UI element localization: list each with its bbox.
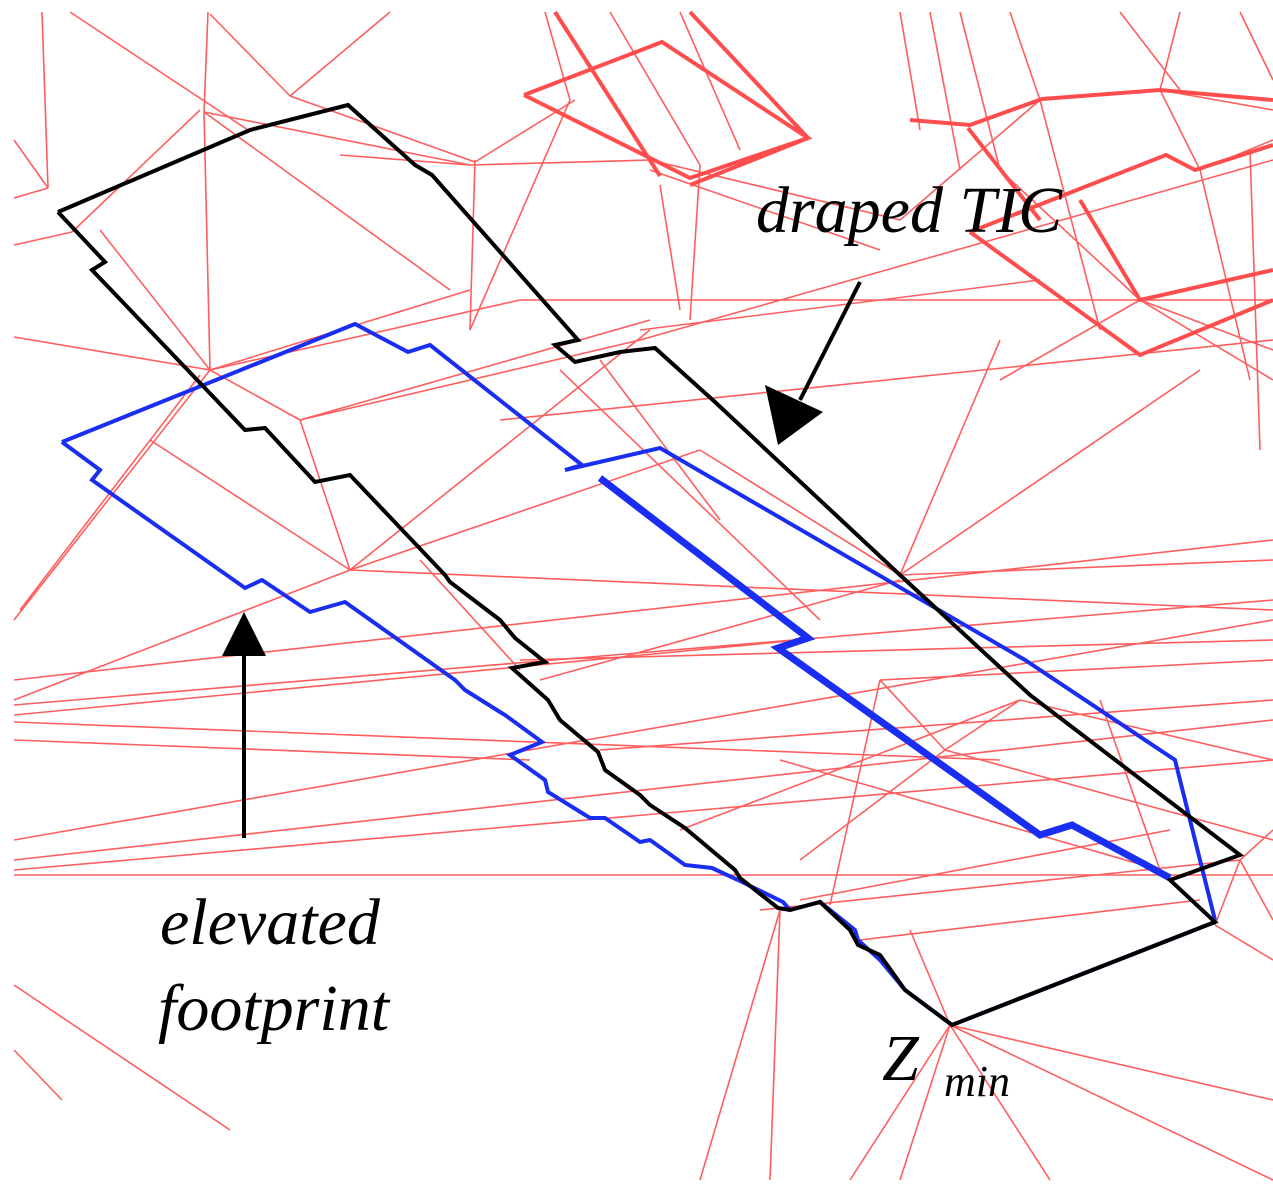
draped-tic-label: draped TIC <box>756 174 1063 247</box>
z-min-label: Z <box>882 1022 919 1095</box>
elevated-footprint <box>60 321 1217 1028</box>
elevated-footprint-label-line2: footprint <box>158 972 390 1045</box>
draped-tic <box>56 102 1245 1028</box>
draped-tic-arrow <box>765 281 862 445</box>
elevated-footprint-arrow <box>222 612 266 838</box>
tin-mesh <box>13 11 1273 1181</box>
tin-breaklines <box>523 10 1273 358</box>
z-min-subscript: min <box>944 1057 1010 1106</box>
elevated-footprint-label-line1: elevated <box>160 886 380 959</box>
